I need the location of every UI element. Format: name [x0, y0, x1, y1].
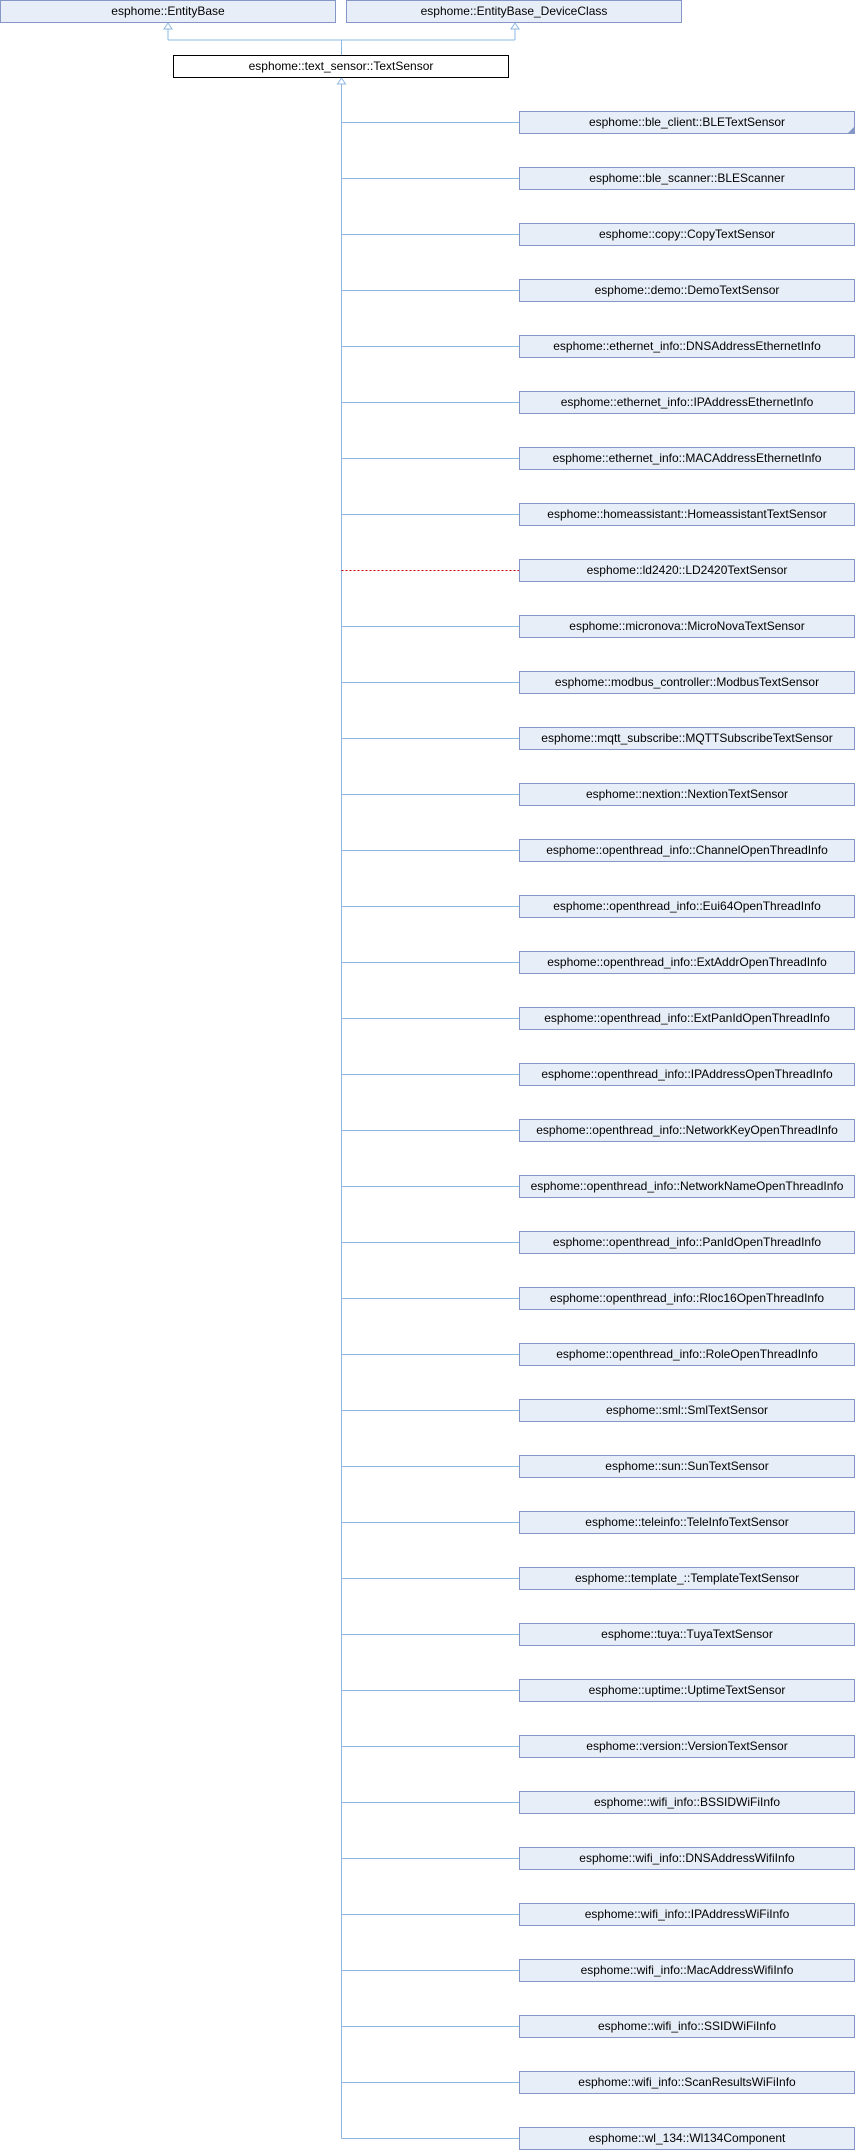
derived-class-channelopenthreadinfo[interactable]: esphome::openthread_info::ChannelOpenThr…: [519, 839, 855, 862]
derived-class-ssidwifiinfo[interactable]: esphome::wifi_info::SSIDWiFiInfo: [519, 2015, 855, 2038]
derived-class-rloc16openthreadinfo[interactable]: esphome::openthread_info::Rloc16OpenThre…: [519, 1287, 855, 1310]
derived-class-roleopenthreadinfo[interactable]: esphome::openthread_info::RoleOpenThread…: [519, 1343, 855, 1366]
derived-class-uptimetextsensor[interactable]: esphome::uptime::UptimeTextSensor: [519, 1679, 855, 1702]
derived-class-ipaddressopenthreadinfo[interactable]: esphome::openthread_info::IPAddressOpenT…: [519, 1063, 855, 1086]
derived-class-blescanner[interactable]: esphome::ble_scanner::BLEScanner: [519, 167, 855, 190]
derived-class-teleinfotextsensor[interactable]: esphome::teleinfo::TeleInfoTextSensor: [519, 1511, 855, 1534]
derived-class-networknameopenthreadinfo[interactable]: esphome::openthread_info::NetworkNameOpe…: [519, 1175, 855, 1198]
derived-class-networkkeyopenthreadinfo[interactable]: esphome::openthread_info::NetworkKeyOpen…: [519, 1119, 855, 1142]
derived-class-macaddressethernetinfo[interactable]: esphome::ethernet_info::MACAddressEthern…: [519, 447, 855, 470]
derived-class-micronovatextsensor[interactable]: esphome::micronova::MicroNovaTextSensor: [519, 615, 855, 638]
derived-class-demotextsensor[interactable]: esphome::demo::DemoTextSensor: [519, 279, 855, 302]
derived-class-smltextsensor[interactable]: esphome::sml::SmlTextSensor: [519, 1399, 855, 1422]
arrow-textsensor: [336, 77, 347, 85]
derived-class-scanresultswifiinfo[interactable]: esphome::wifi_info::ScanResultsWiFiInfo: [519, 2071, 855, 2094]
base-class-entitybase-deviceclass[interactable]: esphome::EntityBase_DeviceClass: [346, 0, 682, 23]
derived-class-tuyatextsensor[interactable]: esphome::tuya::TuyaTextSensor: [519, 1623, 855, 1646]
derived-class-versiontextsensor[interactable]: esphome::version::VersionTextSensor: [519, 1735, 855, 1758]
derived-class-dnsaddresswifiinfo[interactable]: esphome::wifi_info::DNSAddressWifiInfo: [519, 1847, 855, 1870]
main-class-textsensor: esphome::text_sensor::TextSensor: [173, 55, 509, 78]
derived-class-homeassistanttextsensor[interactable]: esphome::homeassistant::HomeassistantTex…: [519, 503, 855, 526]
derived-class-ld2420textsensor[interactable]: esphome::ld2420::LD2420TextSensor: [519, 559, 855, 582]
derived-class-bletextsensor[interactable]: esphome::ble_client::BLETextSensor: [519, 111, 855, 134]
arrow-entitybase-deviceclass: [510, 22, 520, 30]
derived-class-wl134component[interactable]: esphome::wl_134::Wl134Component: [519, 2127, 855, 2150]
derived-class-dnsaddressethernetinfo[interactable]: esphome::ethernet_info::DNSAddressEthern…: [519, 335, 855, 358]
derived-class-panidopenthreadinfo[interactable]: esphome::openthread_info::PanIdOpenThrea…: [519, 1231, 855, 1254]
arrow-entitybase: [163, 22, 173, 30]
derived-class-bssidwifiinfo[interactable]: esphome::wifi_info::BSSIDWiFiInfo: [519, 1791, 855, 1814]
derived-class-ipaddressethernetinfo[interactable]: esphome::ethernet_info::IPAddressEtherne…: [519, 391, 855, 414]
derived-class-nextiontextsensor[interactable]: esphome::nextion::NextionTextSensor: [519, 783, 855, 806]
derived-class-ipaddresswifiinfo[interactable]: esphome::wifi_info::IPAddressWiFiInfo: [519, 1903, 855, 1926]
derived-class-eui64openthreadinfo[interactable]: esphome::openthread_info::Eui64OpenThrea…: [519, 895, 855, 918]
derived-class-macaddresswifiinfo[interactable]: esphome::wifi_info::MacAddressWifiInfo: [519, 1959, 855, 1982]
base-class-entitybase[interactable]: esphome::EntityBase: [0, 0, 336, 23]
derived-class-modbustextsensor[interactable]: esphome::modbus_controller::ModbusTextSe…: [519, 671, 855, 694]
derived-class-extaddropenthreadinfo[interactable]: esphome::openthread_info::ExtAddrOpenThr…: [519, 951, 855, 974]
derived-class-extpanidopenthreadinfo[interactable]: esphome::openthread_info::ExtPanIdOpenTh…: [519, 1007, 855, 1030]
derived-class-templatetextsensor[interactable]: esphome::template_::TemplateTextSensor: [519, 1567, 855, 1590]
derived-class-mqttsubscribetextsensor[interactable]: esphome::mqtt_subscribe::MQTTSubscribeTe…: [519, 727, 855, 750]
derived-class-copytextsensor[interactable]: esphome::copy::CopyTextSensor: [519, 223, 855, 246]
more-indicator-icon: [848, 127, 854, 133]
derived-class-suntextsensor[interactable]: esphome::sun::SunTextSensor: [519, 1455, 855, 1478]
